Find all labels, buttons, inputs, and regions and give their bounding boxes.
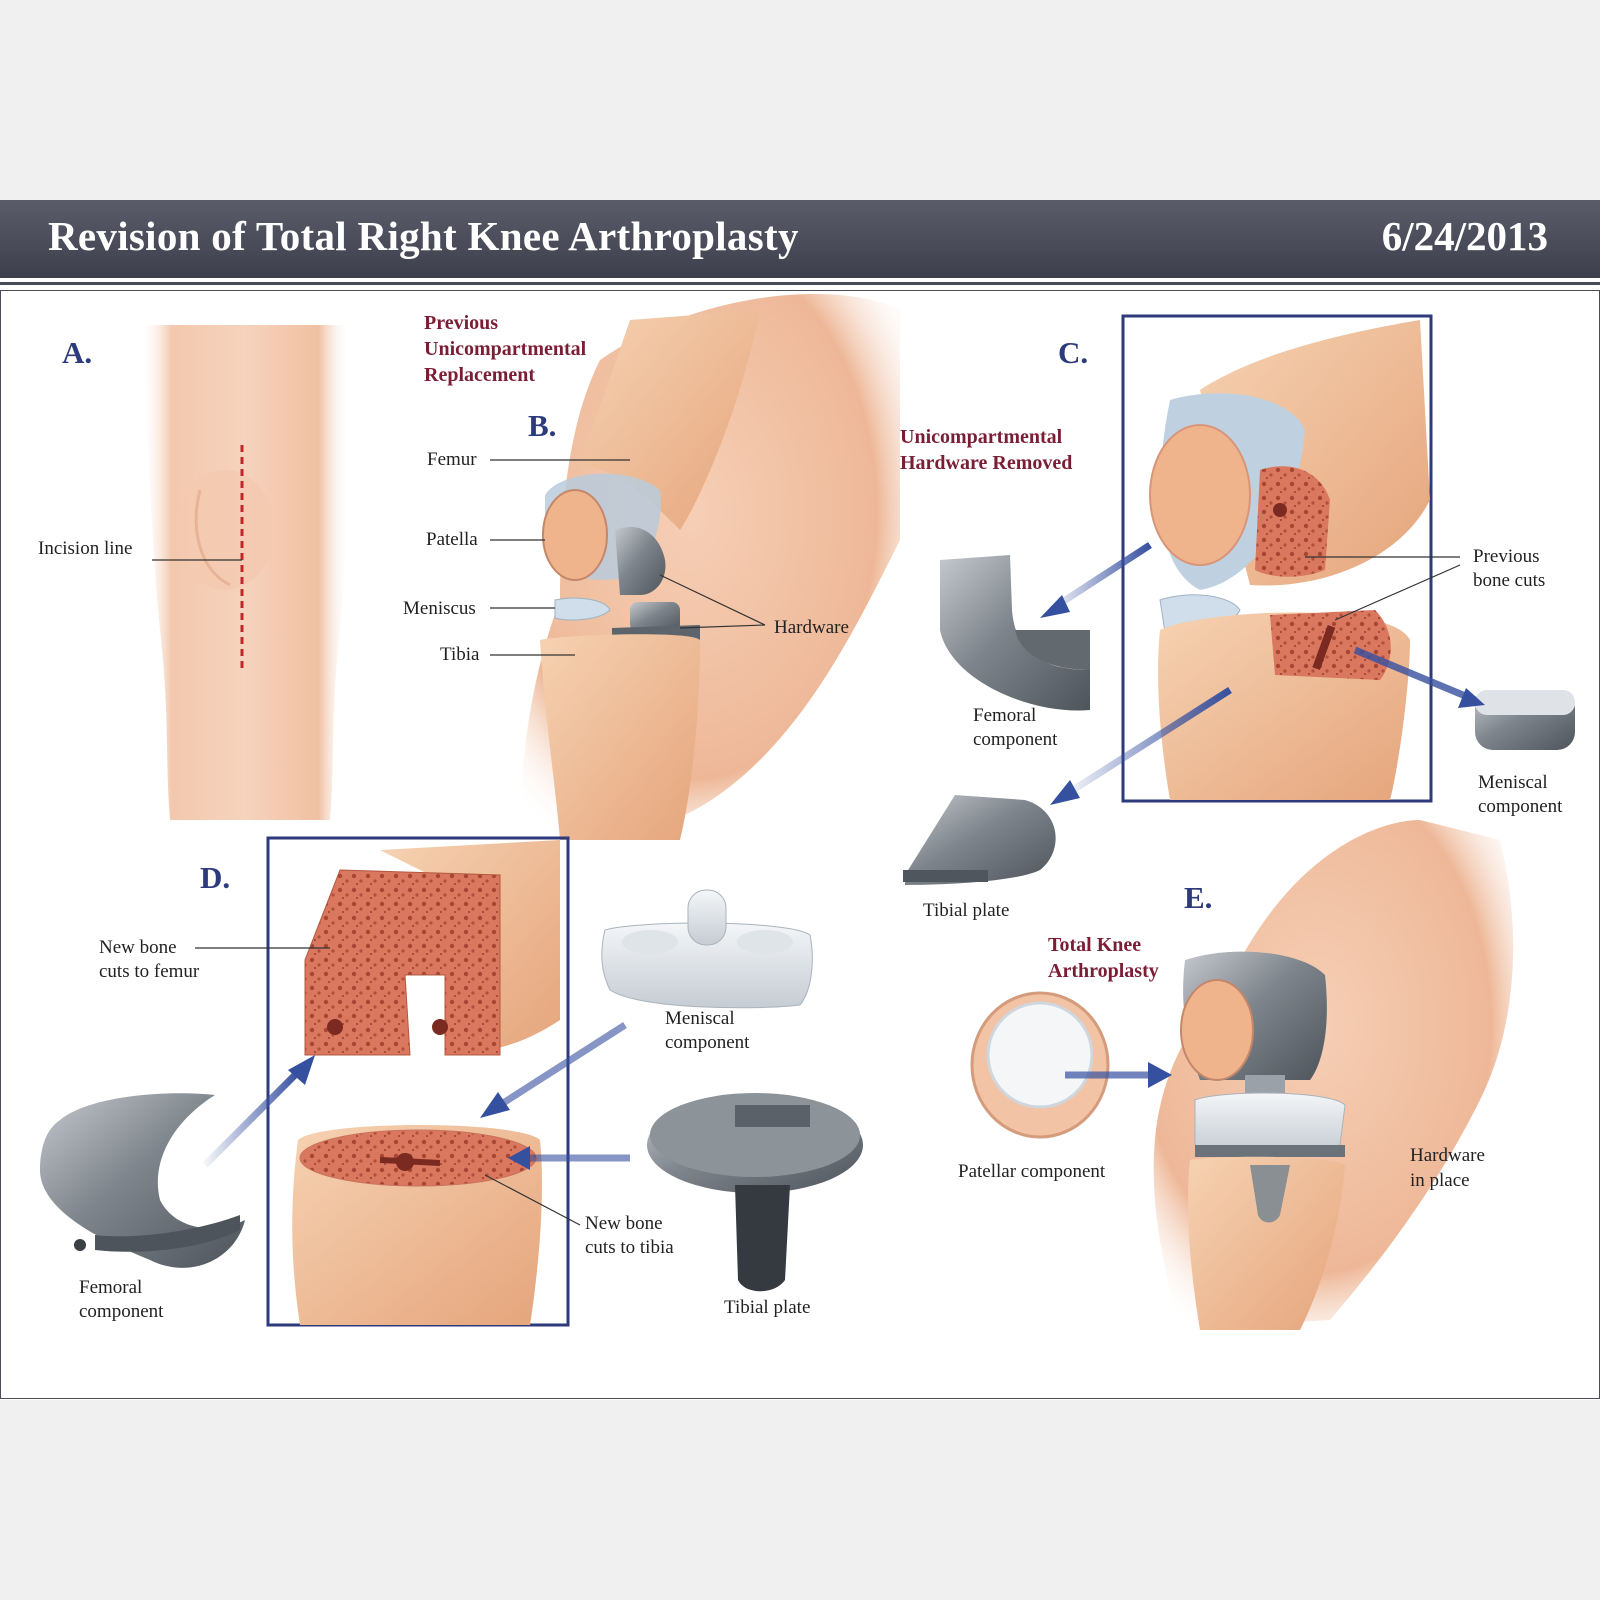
panel-c-heading-2: Hardware Removed	[900, 452, 1073, 474]
femur-cuts-label-2: cuts to femur	[99, 961, 200, 982]
hardware-in-place-label-2: in place	[1410, 1170, 1470, 1191]
incision-label: Incision line	[38, 538, 133, 559]
hardware-in-place-label-1: Hardware	[1410, 1145, 1485, 1166]
hardware-label: Hardware	[774, 617, 849, 638]
leg-front-view	[140, 325, 350, 820]
tibia-new-cuts	[292, 1125, 581, 1325]
tibial-label-c: Tibial plate	[923, 900, 1010, 921]
femur-new-cuts	[195, 840, 560, 1056]
tibial-label-d: Tibial plate	[724, 1297, 811, 1318]
tibial-plate-uni	[903, 795, 1056, 885]
panel-d-arrows	[202, 1022, 630, 1170]
femur-label: Femur	[427, 449, 477, 470]
femoral-label-c-2: component	[973, 729, 1058, 750]
tibia-label: Tibia	[440, 644, 480, 665]
panel-a-letter: A.	[62, 335, 93, 370]
femur-cuts-label-1: New bone	[99, 937, 177, 958]
patella-label: Patella	[426, 529, 478, 550]
tibial-plate-total	[647, 1093, 863, 1292]
meniscal-label-d-1: Meniscal	[665, 1008, 735, 1029]
panel-b-heading-2: Unicompartmental	[424, 338, 587, 360]
panel-c-letter: C.	[1058, 335, 1089, 370]
meniscal-label-c-2: component	[1478, 796, 1563, 817]
divider-line-thin	[0, 290, 1600, 291]
tibia-cuts-label-2: cuts to tibia	[585, 1237, 674, 1258]
patellar-label: Patellar component	[958, 1161, 1106, 1182]
femoral-component-uni	[940, 555, 1090, 711]
meniscus-label: Meniscus	[403, 598, 476, 619]
knee-unicompartmental	[490, 294, 900, 840]
knee-total-arthroplasty	[1153, 820, 1514, 1330]
panel-d-letter: D.	[200, 860, 231, 895]
panel-b-letter: B.	[528, 408, 557, 443]
knee-hardware-removed	[1149, 320, 1430, 800]
panel-b-heading-3: Replacement	[424, 364, 536, 386]
page-title: Revision of Total Right Knee Arthroplast…	[48, 213, 799, 259]
panel-e-heading-2: Arthroplasty	[1048, 960, 1159, 982]
meniscal-label-d-2: component	[665, 1032, 750, 1053]
patellar-component	[970, 991, 1172, 1139]
meniscal-label-c-1: Meniscal	[1478, 772, 1548, 793]
illustration-board: Revision of Total Right Knee Arthroplast…	[0, 200, 1600, 1400]
date-label: 6/24/2013	[1381, 213, 1548, 259]
previous-cuts-label-1: Previous	[1473, 546, 1540, 567]
panel-c-arrows	[1040, 542, 1485, 805]
tibia-cuts-label-1: New bone	[585, 1213, 663, 1234]
meniscal-component-total	[601, 889, 813, 1009]
femoral-component-total	[40, 1093, 245, 1268]
femoral-label-d-2: component	[79, 1301, 164, 1322]
divider-line	[0, 282, 1600, 285]
panel-e-heading-1: Total Knee	[1048, 934, 1142, 956]
panel-c-heading-1: Unicompartmental	[900, 426, 1063, 448]
previous-cuts-label-2: bone cuts	[1473, 570, 1546, 591]
title-bar: Revision of Total Right Knee Arthroplast…	[0, 200, 1600, 278]
meniscal-component-uni	[1475, 690, 1575, 750]
medical-illustration	[40, 294, 1575, 1330]
femoral-label-d-1: Femoral	[79, 1277, 143, 1298]
femoral-label-c-1: Femoral	[973, 705, 1037, 726]
panel-b-heading-1: Previous	[424, 312, 499, 334]
panel-e-letter: E.	[1184, 880, 1213, 915]
